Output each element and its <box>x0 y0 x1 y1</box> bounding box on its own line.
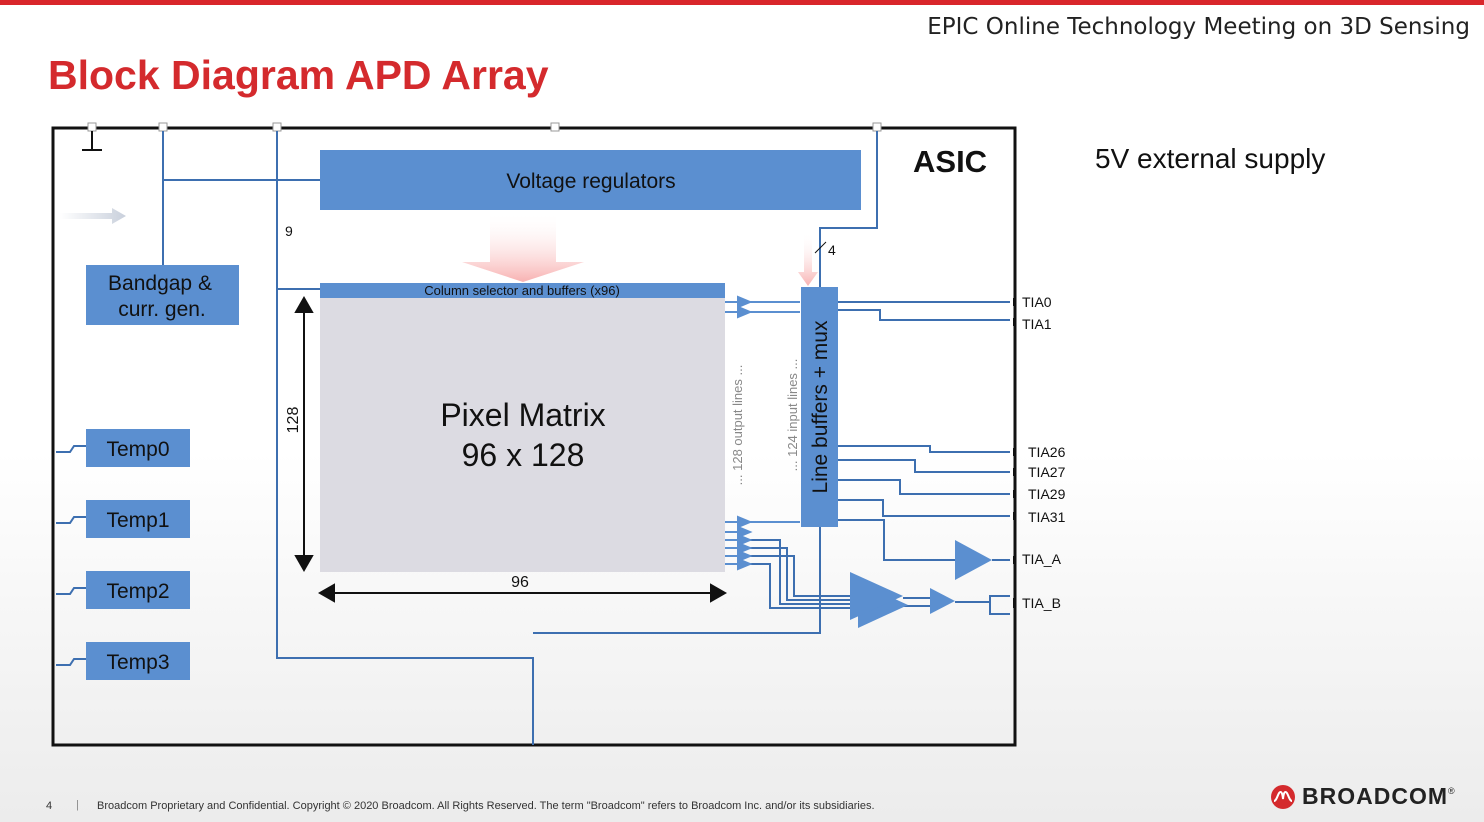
cols-label: 96 <box>511 574 529 591</box>
input-arrow <box>60 208 126 224</box>
line-buffers-block <box>801 287 838 527</box>
bus-4-label: 4 <box>828 242 836 258</box>
pixel-matrix-label-line1: Pixel Matrix <box>440 397 605 433</box>
cols-dimension-arrow <box>317 583 728 603</box>
column-selector-label: Column selector and buffers (x96) <box>424 283 620 298</box>
temp0-label: Temp0 <box>106 438 169 461</box>
temp1-block <box>86 500 190 538</box>
top-accent-bar <box>0 0 1484 5</box>
input-lines-label: ... 124 input lines ... <box>785 359 800 472</box>
broadcom-wordmark: BROADCOM <box>1302 783 1448 809</box>
output-lines-label: ... 128 output lines ... <box>730 365 745 486</box>
tia31-label: TIA31 <box>1028 509 1066 525</box>
footer-separator: | <box>76 799 79 811</box>
voltage-regulators-label: Voltage regulators <box>506 170 675 193</box>
tia26-label: TIA26 <box>1028 444 1066 460</box>
tia-b-amplifier <box>930 588 955 614</box>
mux-amplifier <box>850 572 903 620</box>
bandgap-block <box>86 265 239 325</box>
tia0-label: TIA0 <box>1022 294 1052 310</box>
temp3-block <box>86 642 190 680</box>
temp0-block <box>86 429 190 467</box>
tia-b-label: TIA_B <box>1022 595 1061 611</box>
tia-a-label: TIA_A <box>1022 551 1062 567</box>
temp1-label: Temp1 <box>106 509 169 532</box>
wires <box>56 131 1010 745</box>
rows-dimension-arrow <box>294 295 314 573</box>
bus-9-label: 9 <box>285 223 293 239</box>
temp-sensors: Temp0 Temp1 Temp2 Temp3 <box>86 429 190 680</box>
supply-arrow-matrix <box>462 212 584 282</box>
external-supply-note: 5V external supply <box>1095 143 1326 174</box>
ground-symbol <box>82 131 102 151</box>
bandgap-label-line2: curr. gen. <box>118 298 206 321</box>
matrix-output-arrows <box>725 295 800 571</box>
pixel-matrix-block <box>320 283 725 572</box>
broadcom-logo-icon <box>1271 784 1295 809</box>
broadcom-logo: BROADCOM ® <box>1270 783 1455 810</box>
temp2-label: Temp2 <box>106 580 169 603</box>
rows-label: 128 <box>285 407 302 434</box>
line-buffers-label: Line buffers + mux <box>809 320 832 493</box>
tia1-label: TIA1 <box>1022 316 1052 332</box>
slide-title: Block Diagram APD Array <box>48 52 549 98</box>
tia27-label: TIA27 <box>1028 464 1066 480</box>
footer-legal-text: Broadcom Proprietary and Confidential. C… <box>97 800 875 812</box>
tia-a-amplifier <box>955 540 992 580</box>
page-number: 4 <box>46 800 53 812</box>
pixel-matrix-label-line2: 96 x 128 <box>462 437 585 473</box>
meeting-name: EPIC Online Technology Meeting on 3D Sen… <box>927 14 1470 40</box>
supply-arrow-linebuffers <box>798 232 818 286</box>
registered-mark: ® <box>1448 785 1455 796</box>
temp3-label: Temp3 <box>106 651 169 674</box>
temp2-block <box>86 571 190 609</box>
tia29-label: TIA29 <box>1028 486 1066 502</box>
bandgap-label-line1: Bandgap & <box>108 272 212 295</box>
right-pins <box>1013 298 1017 608</box>
asic-label: ASIC <box>913 144 987 179</box>
voltage-regulators-block <box>320 150 861 210</box>
column-selector-block <box>320 283 725 298</box>
